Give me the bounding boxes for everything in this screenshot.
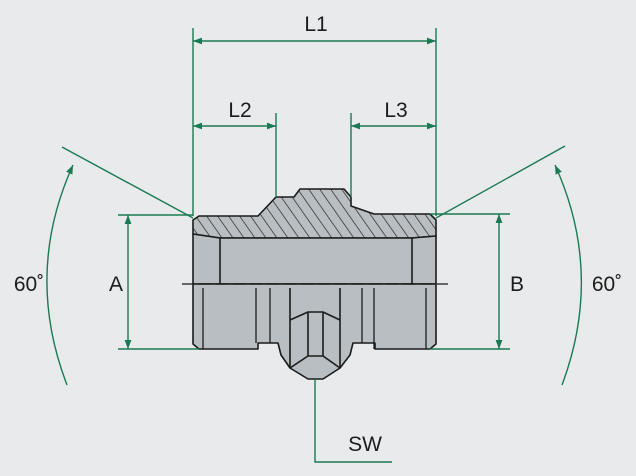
dimension-lines — [46, 28, 583, 463]
fitting-body — [182, 188, 448, 380]
cone-line-left — [61, 146, 194, 219]
hex-nut — [289, 288, 341, 369]
label-l2: L2 — [228, 99, 251, 122]
label-a: A — [109, 273, 123, 296]
label-b: B — [510, 273, 524, 296]
label-angle-left: 60˚ — [14, 273, 44, 296]
cone-line-right — [435, 145, 566, 219]
angle-arc-left — [46, 164, 74, 386]
label-l1: L1 — [304, 13, 327, 36]
sw-leader — [314, 379, 392, 463]
bore — [192, 233, 437, 285]
angle-arc-right — [554, 164, 583, 386]
label-angle-right: 60˚ — [592, 273, 622, 296]
label-sw: SW — [348, 433, 382, 456]
thread-lines — [202, 288, 427, 349]
label-l3: L3 — [384, 99, 407, 122]
